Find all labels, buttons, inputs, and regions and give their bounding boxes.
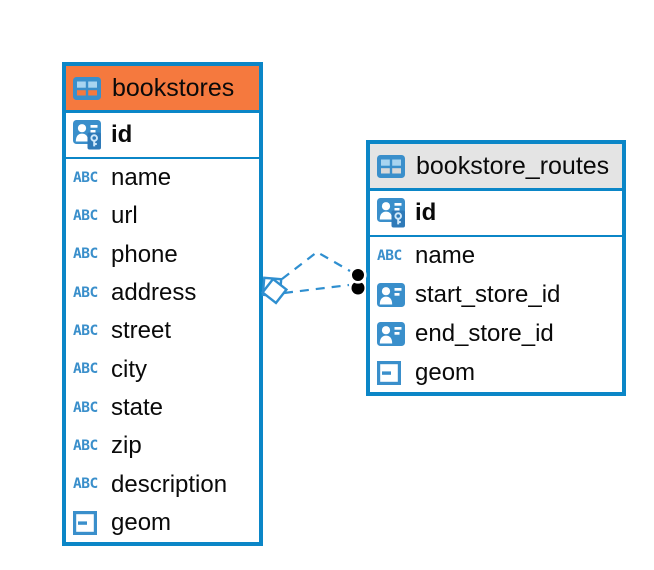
column-row[interactable]: ABC street [66, 312, 259, 350]
column-name: description [111, 470, 228, 498]
text-type-icon: ABC [73, 361, 98, 378]
column-row[interactable]: ABC name [66, 159, 259, 197]
column-list: ABC name start_store_id end_store_id ge [370, 237, 622, 392]
column-row[interactable]: ABC name [370, 237, 622, 276]
column-name: start_store_id [415, 281, 561, 309]
relationship-line[interactable] [283, 283, 350, 295]
primary-key-row[interactable]: id [66, 113, 259, 159]
column-row[interactable]: ABC url [66, 197, 259, 235]
column-name: id [415, 199, 437, 226]
table-header[interactable]: bookstore_routes [370, 144, 622, 191]
column-row[interactable]: ABC address [66, 274, 259, 312]
primary-key-row[interactable]: id [370, 191, 622, 237]
relationship-dot-marker[interactable] [349, 266, 367, 295]
primary-key-icon [377, 198, 407, 228]
column-list: ABC name ABC url ABC phone ABC address A… [66, 159, 259, 542]
column-row[interactable]: ABC city [66, 350, 259, 388]
text-type-icon: ABC [73, 323, 98, 340]
column-name: city [111, 355, 147, 383]
column-row[interactable]: ABC phone [66, 236, 259, 274]
text-type-icon: ABC [73, 284, 98, 301]
geometry-type-icon [377, 361, 407, 385]
table-icon [377, 155, 407, 178]
relationship-diamond-marker[interactable] [260, 276, 289, 305]
column-name: geom [111, 508, 172, 536]
table-bookstores[interactable]: bookstores id ABC name ABC url ABC phone… [62, 62, 263, 546]
column-name: name [415, 242, 476, 270]
column-row[interactable]: ABC description [66, 465, 259, 503]
text-type-icon: ABC [73, 476, 98, 493]
table-title: bookstores [112, 73, 235, 102]
text-type-icon: ABC [377, 248, 402, 265]
column-name: id [111, 121, 133, 148]
column-name: name [111, 164, 172, 192]
reference-type-icon [377, 283, 407, 307]
column-row[interactable]: start_store_id [370, 276, 622, 315]
column-name: zip [111, 432, 142, 460]
column-name: phone [111, 240, 178, 268]
column-name: address [111, 279, 197, 307]
column-row[interactable]: geom [370, 353, 622, 392]
primary-key-icon [73, 120, 103, 150]
geometry-type-icon [73, 511, 103, 535]
column-row[interactable]: end_store_id [370, 315, 622, 354]
table-icon [73, 77, 103, 100]
reference-type-icon [377, 322, 407, 346]
column-name: end_store_id [415, 319, 554, 347]
column-name: street [111, 317, 172, 345]
column-name: url [111, 202, 138, 230]
table-header[interactable]: bookstores [66, 66, 259, 113]
text-type-icon: ABC [73, 246, 98, 263]
column-row[interactable]: geom [66, 504, 259, 542]
column-name: state [111, 393, 164, 421]
column-name: geom [415, 358, 476, 386]
relationship-line[interactable] [281, 250, 351, 280]
text-type-icon: ABC [73, 437, 98, 454]
column-row[interactable]: ABC state [66, 389, 259, 427]
column-row[interactable]: ABC zip [66, 427, 259, 465]
table-title: bookstore_routes [416, 151, 610, 180]
text-type-icon: ABC [73, 169, 98, 186]
text-type-icon: ABC [73, 399, 98, 416]
table-bookstore-routes[interactable]: bookstore_routes id ABC name start_store… [366, 140, 626, 396]
text-type-icon: ABC [73, 208, 98, 225]
